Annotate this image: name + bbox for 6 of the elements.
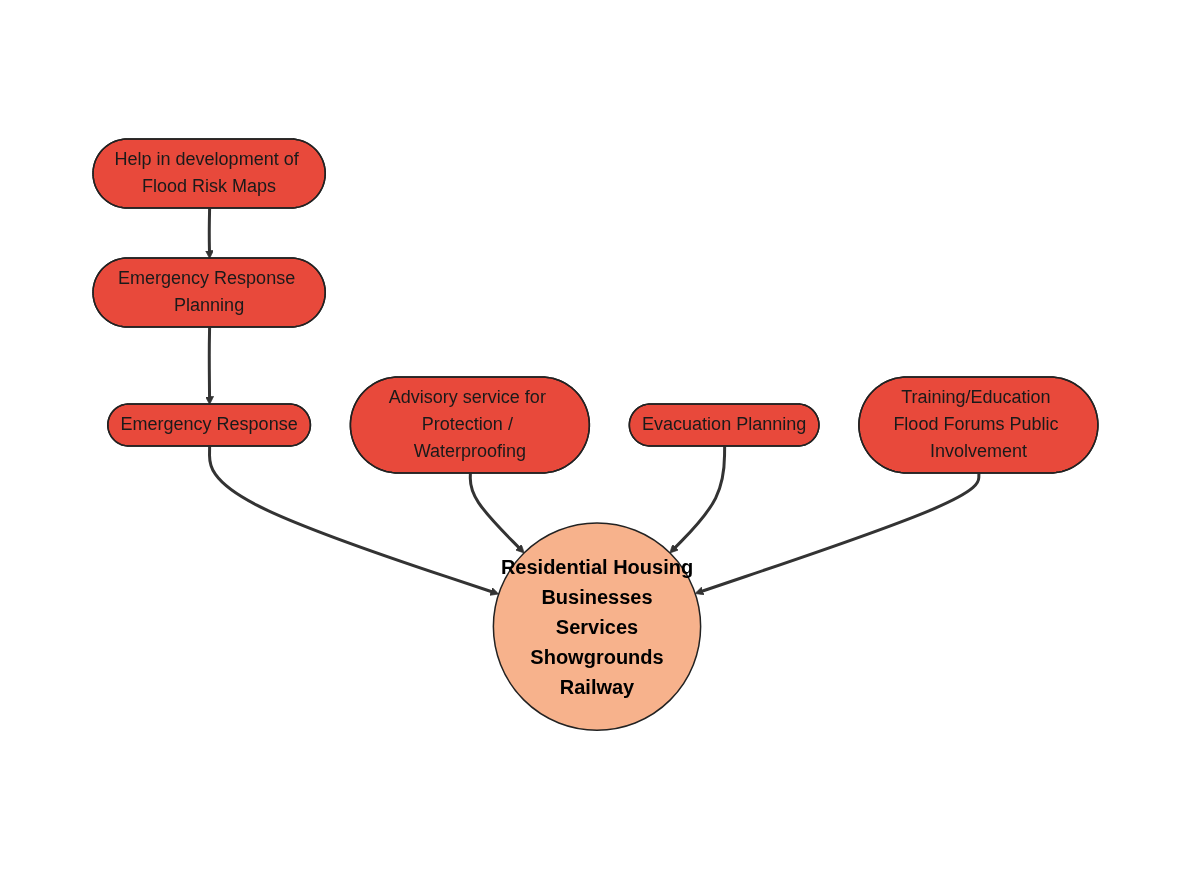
arrow xyxy=(694,473,980,596)
arrow xyxy=(204,327,214,406)
arrow xyxy=(207,446,499,597)
arrow xyxy=(204,208,214,260)
arrow xyxy=(669,446,726,554)
arrow xyxy=(468,473,525,554)
